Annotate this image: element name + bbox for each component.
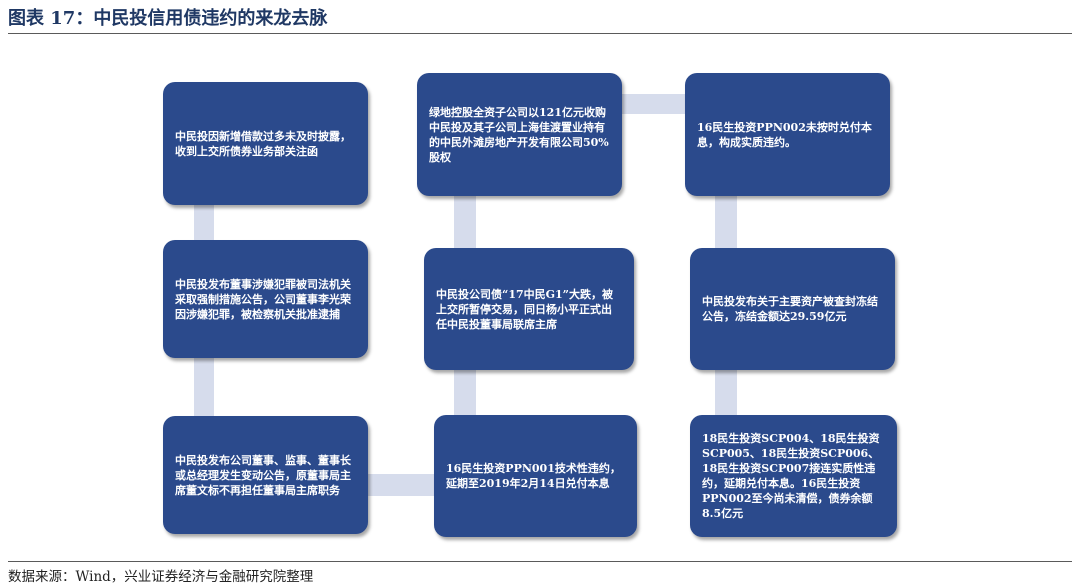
connector-1-2: [194, 205, 214, 240]
event-text-8: 中民投发布关于主要资产被查封冻结公告，冻结金额达29.59亿元: [702, 295, 878, 323]
event-box-3: 中民投发布公司董事、监事、董事长或总经理发生变动公告，原董事局主席董文标不再担任…: [163, 416, 368, 534]
connector-8-9: [715, 370, 737, 415]
connector-3-4: [368, 474, 434, 496]
connector-4-5: [454, 370, 476, 415]
event-box-8: 中民投发布关于主要资产被查封冻结公告，冻结金额达29.59亿元: [690, 248, 895, 370]
event-text-6: 绿地控股全资子公司以121亿元收购中民投及其子公司上海佳渡置业持有的中民外滩房地…: [429, 105, 609, 164]
event-text-3: 中民投发布公司董事、监事、董事长或总经理发生变动公告，原董事局主席董文标不再担任…: [175, 453, 351, 497]
connector-7-8: [715, 196, 737, 248]
event-box-2: 中民投发布董事涉嫌犯罪被司法机关采取强制措施公告，公司董事李光荣因涉嫌犯罪，被检…: [163, 240, 368, 358]
event-box-6: 绿地控股全资子公司以121亿元收购中民投及其子公司上海佳渡置业持有的中民外滩房地…: [417, 73, 622, 196]
connector-6-7: [622, 94, 685, 114]
event-text-9: 18民生投资SCP004、18民生投资SCP005、18民生投资SCP006、1…: [702, 432, 880, 520]
bottom-rule: [8, 561, 1072, 562]
event-text-4: 16民生投资PPN001技术性违约，延期至2019年2月14日兑付本息: [446, 462, 621, 490]
figure-title: 图表 17：中民投信用债违约的来龙去脉: [8, 8, 328, 29]
event-text-2: 中民投发布董事涉嫌犯罪被司法机关采取强制措施公告，公司董事李光荣因涉嫌犯罪，被检…: [175, 277, 351, 321]
connector-2-3: [194, 358, 214, 416]
event-box-9: 18民生投资SCP004、18民生投资SCP005、18民生投资SCP006、1…: [690, 415, 897, 537]
top-rule: [8, 33, 1072, 34]
connector-5-6: [454, 196, 476, 248]
event-box-7: 16民生投资PPN002未按时兑付本息，构成实质违约。: [685, 73, 890, 196]
event-box-5: 中民投公司债“17中民G1”大跌，被上交所暂停交易，同日杨小平正式出任中民投董事…: [424, 248, 634, 370]
event-text-1: 中民投因新增借款过多未及时披露，收到上交所债券业务部关注函: [175, 129, 351, 158]
event-box-4: 16民生投资PPN001技术性违约，延期至2019年2月14日兑付本息: [434, 415, 637, 537]
event-text-7: 16民生投资PPN002未按时兑付本息，构成实质违约。: [697, 120, 872, 149]
event-text-5: 中民投公司债“17中民G1”大跌，被上交所暂停交易，同日杨小平正式出任中民投董事…: [436, 287, 614, 331]
event-box-1: 中民投因新增借款过多未及时披露，收到上交所债券业务部关注函: [163, 82, 368, 205]
source-note: 数据来源：Wind，兴业证券经济与金融研究院整理: [8, 569, 314, 585]
